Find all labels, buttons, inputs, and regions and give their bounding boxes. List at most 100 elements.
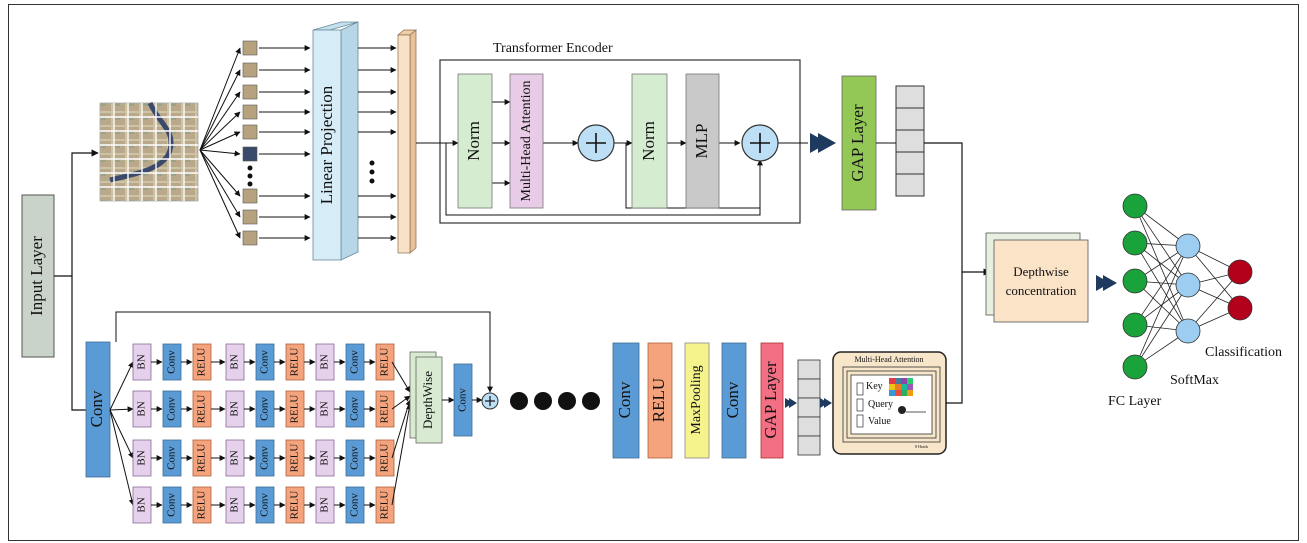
bn-block-label: BN [229,497,241,512]
residual-add-1 [578,125,614,161]
conv-block: Conv [163,440,181,476]
bn-block-label: BN [319,450,331,465]
conv-block: Conv [256,440,274,476]
fusion-line1: Depthwise [1013,264,1069,279]
cnn-block2-conv2: Conv [722,343,746,458]
conv-block-label: Conv [166,397,178,421]
network-edge [1135,206,1188,331]
depthwise-block: DepthWise [410,352,442,443]
cnn-mha-key: Key [866,381,883,392]
patch-ellipsis [248,166,253,187]
bn-block: BN [133,440,151,476]
relu-block-label: RELU [289,491,301,520]
cnn-merge-lines [392,362,410,505]
fusion-output-arrow [1096,275,1117,291]
relu-block: RELU [193,487,211,523]
bn-block-label: BN [136,401,148,416]
linear-projection-label: Linear Projection [317,85,336,204]
linear-projection-block: Linear Projection [313,22,358,260]
fusion-block: Depthwise concentration [986,233,1088,322]
conv-block: Conv [256,487,274,523]
cnn-block2-conv: Conv [613,343,639,458]
relu-block-label: RELU [379,348,391,377]
cnn-conv-label: Conv [87,390,106,427]
bn-block: BN [316,440,334,476]
conv-block-label: Conv [259,493,271,517]
multi-head-attention-block: Multi-Head Attention [510,74,543,208]
conv-block: Conv [256,344,274,380]
norm-label-1: Norm [464,121,483,161]
cnn-mha-attention-grid [889,378,913,396]
bn-block: BN [133,391,151,427]
relu-block: RELU [286,391,304,427]
conv-block: Conv [163,487,181,523]
token-ellipsis [370,161,375,184]
fc-node [1123,355,1147,379]
token-embedding-block [398,30,416,253]
softmax-node [1176,234,1200,258]
cnn-mha-value: Value [868,416,891,427]
relu-block-label: RELU [196,491,208,520]
relu-block: RELU [286,344,304,380]
classification-label: Classification [1205,345,1282,360]
softmax-node [1176,319,1200,343]
vit-gap-layer: GAP Layer [842,76,876,210]
conv-block-label: Conv [166,493,178,517]
relu-block-label: RELU [196,444,208,473]
vit-feature-vector [896,86,924,196]
projection-to-tokens-arrows [358,48,396,238]
relu-block-label: RELU [379,395,391,424]
bn-block-label: BN [136,497,148,512]
bn-block: BN [226,487,244,523]
bn-block-label: BN [319,354,331,369]
conv-block-label: Conv [166,446,178,470]
relu-block-label: RELU [289,395,301,424]
relu-block-label: RELU [379,444,391,473]
encoder-output-arrow [810,133,836,153]
norm-block-2: Norm [632,74,667,208]
norm-label-2: Norm [639,121,658,161]
bn-block-label: BN [229,354,241,369]
fusion-line2: concentration [1006,283,1077,298]
cnn-gap-arrow [785,398,797,408]
conv-block: Conv [346,440,364,476]
relu-block-label: RELU [196,395,208,424]
conv-block-label: Conv [349,493,361,517]
bn-block-label: BN [319,401,331,416]
cnn-block2-relu: RELU [648,343,672,458]
relu-block: RELU [193,391,211,427]
mlp-label: MLP [692,124,711,159]
cnn-mha-heads: 8 Heads [915,444,928,449]
relu-block-label: RELU [289,444,301,473]
conv-block-label: Conv [259,397,271,421]
relu-block-label: RELU [196,348,208,377]
relu-block: RELU [286,487,304,523]
cnn-conv-block: Conv [86,342,110,477]
bn-block: BN [226,440,244,476]
cnn-block2-conv-label: Conv [615,381,634,418]
cnn-gap-label: GAP Layer [761,361,780,439]
patch-to-projection-arrows [259,48,310,238]
conv-block-label: Conv [259,446,271,470]
bn-block-label: BN [136,354,148,369]
fc-node [1123,231,1147,255]
bn-block-label: BN [136,450,148,465]
conv-block-label: Conv [349,446,361,470]
relu-block-label: RELU [289,348,301,377]
relu-block: RELU [376,391,394,427]
bn-block-label: BN [319,497,331,512]
depthwise-label: DepthWise [420,371,435,429]
conv-block: Conv [163,344,181,380]
relu-block: RELU [286,440,304,476]
depthwise-conv-label: Conv [457,388,469,412]
fc-node [1123,269,1147,293]
cnn-residual-add [482,393,498,409]
fc-node [1123,194,1147,218]
cnn-mha-module: Multi-Head Attention Key Query Value 8 H… [833,352,946,454]
conv-block-label: Conv [349,397,361,421]
cnn-block2-conv2-label: Conv [723,381,742,418]
conv-block: Conv [256,391,274,427]
relu-block: RELU [193,344,211,380]
